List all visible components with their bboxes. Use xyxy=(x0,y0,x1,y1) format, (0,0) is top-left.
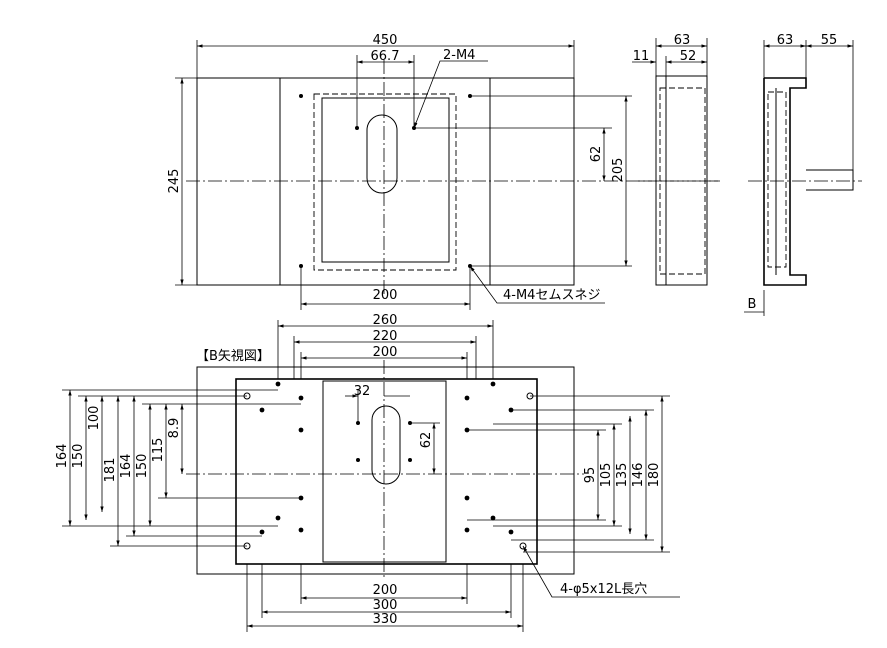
b-view xyxy=(62,320,680,632)
dim-63-side: 63 xyxy=(674,33,691,48)
callout-2-m4: 2-M4 xyxy=(443,48,475,63)
b-cable-slot xyxy=(371,405,401,485)
dim-200-b-bottom: 200 xyxy=(373,583,398,598)
dim-left-4: 181 xyxy=(103,458,118,483)
side-view xyxy=(632,38,718,286)
dim-55: 55 xyxy=(821,33,838,48)
arrow-label-b: B xyxy=(748,297,757,312)
b-center-box xyxy=(322,380,447,563)
front-view xyxy=(175,40,720,310)
dim-left-3: 100 xyxy=(87,406,102,431)
dim-right-3: 135 xyxy=(615,463,630,488)
panel-outline xyxy=(196,77,575,286)
section-view-labels: 63 55 B xyxy=(748,33,838,312)
dim-330: 330 xyxy=(373,612,398,627)
dim-left-7: 115 xyxy=(151,438,166,463)
dim-220: 220 xyxy=(373,329,398,344)
dim-260: 260 xyxy=(373,313,398,328)
b-base-plate xyxy=(235,378,538,565)
b-dimension-lines xyxy=(62,320,680,632)
section-view xyxy=(744,40,862,316)
b-view-title: 【B矢視図】 xyxy=(196,349,270,364)
dim-450: 450 xyxy=(373,33,398,48)
callout-screws: 4-M4セムスネジ xyxy=(503,288,600,303)
dim-left-2: 150 xyxy=(71,444,86,469)
dim-left-8: 8.9 xyxy=(167,418,182,439)
dim-63-section: 63 xyxy=(777,33,794,48)
dim-32: 32 xyxy=(354,384,371,399)
dim-right-4: 146 xyxy=(631,463,646,488)
dim-200-front: 200 xyxy=(373,288,398,303)
dim-left-1: 164 xyxy=(55,444,70,469)
side-view-labels: 63 52 11 xyxy=(633,33,697,64)
cover-dashed-outline xyxy=(313,93,457,271)
dim-52: 52 xyxy=(680,49,697,64)
b-view-labels: 【B矢視図】 260 220 200 32 62 164 150 100 181… xyxy=(55,313,662,627)
window-outline xyxy=(321,97,450,263)
dim-right-5: 180 xyxy=(647,463,662,488)
front-view-labels: 450 66.7 2-M4 245 62 205 200 4-M4セムスネジ xyxy=(167,33,626,303)
dim-245: 245 xyxy=(167,169,182,194)
dim-right-2: 105 xyxy=(599,463,614,488)
side-outline xyxy=(655,75,708,286)
dim-66-7: 66.7 xyxy=(371,49,400,64)
dim-200-b-top: 200 xyxy=(373,345,398,360)
dim-205: 205 xyxy=(611,158,626,183)
dim-right-1: 95 xyxy=(583,467,598,484)
cable-slot xyxy=(366,114,398,194)
dim-62-b: 62 xyxy=(419,432,434,449)
dim-11: 11 xyxy=(633,49,650,64)
callout-slots: 4-φ5x12L長穴 xyxy=(560,582,647,597)
dim-left-5: 164 xyxy=(119,454,134,479)
dim-left-6: 150 xyxy=(135,454,150,479)
b-outer-outline xyxy=(196,366,575,575)
dim-62-front: 62 xyxy=(589,146,604,163)
dim-300: 300 xyxy=(373,598,398,613)
